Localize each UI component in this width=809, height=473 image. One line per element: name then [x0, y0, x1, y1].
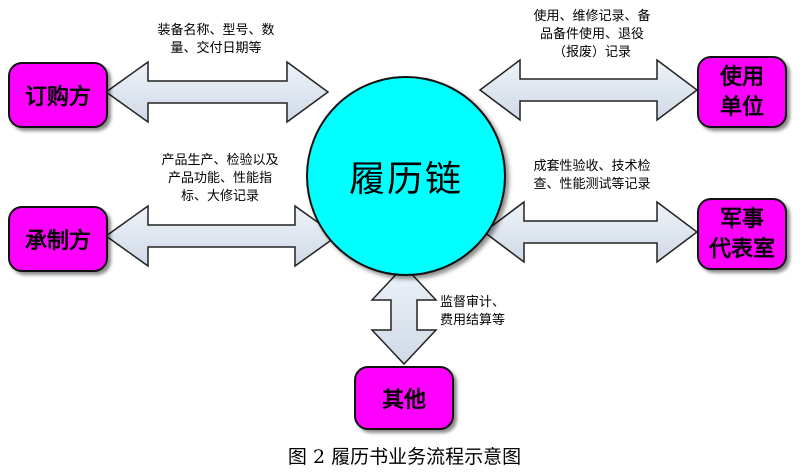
military-label-line1: 军事	[719, 206, 764, 232]
manufacturer-arrow	[104, 204, 339, 268]
military-label-line2: 代表室	[708, 236, 775, 262]
center-node: 履历链	[306, 76, 506, 276]
manufacturer-flow-label: 产品生产、检验以及 产品功能、性能指 标、大修记录	[161, 153, 279, 204]
user-label-line2: 单位	[719, 94, 764, 120]
user-flow-label: 使用、维修记录、备 品备件使用、退役 （报废）记录	[533, 9, 651, 60]
purchaser-label: 订购方	[24, 84, 91, 110]
military-node: 军事 代表室	[697, 198, 787, 270]
manufacturer-node: 承制方	[8, 206, 108, 272]
center-label: 履历链	[348, 159, 463, 200]
military-flow-label: 成套性验收、技术检 查、性能测试等记录	[533, 159, 651, 192]
user-arrow	[478, 58, 699, 122]
manufacturer-label: 承制方	[24, 228, 91, 254]
purchaser-node: 订购方	[8, 62, 108, 128]
purchaser-flow-label: 装备名称、型号、数 量、交付日期等	[157, 23, 275, 56]
purchaser-arrow	[104, 60, 330, 124]
other-flow-label: 监督审计、 费用结算等	[440, 295, 506, 328]
other-label: 其他	[381, 387, 426, 413]
user-node: 使用 单位	[697, 56, 787, 128]
military-arrow	[482, 200, 699, 264]
other-arrow	[370, 264, 438, 366]
user-label-line1: 使用	[719, 64, 764, 90]
figure-caption: 图 2 履历书业务流程示意图	[287, 446, 522, 468]
other-node: 其他	[354, 366, 454, 430]
